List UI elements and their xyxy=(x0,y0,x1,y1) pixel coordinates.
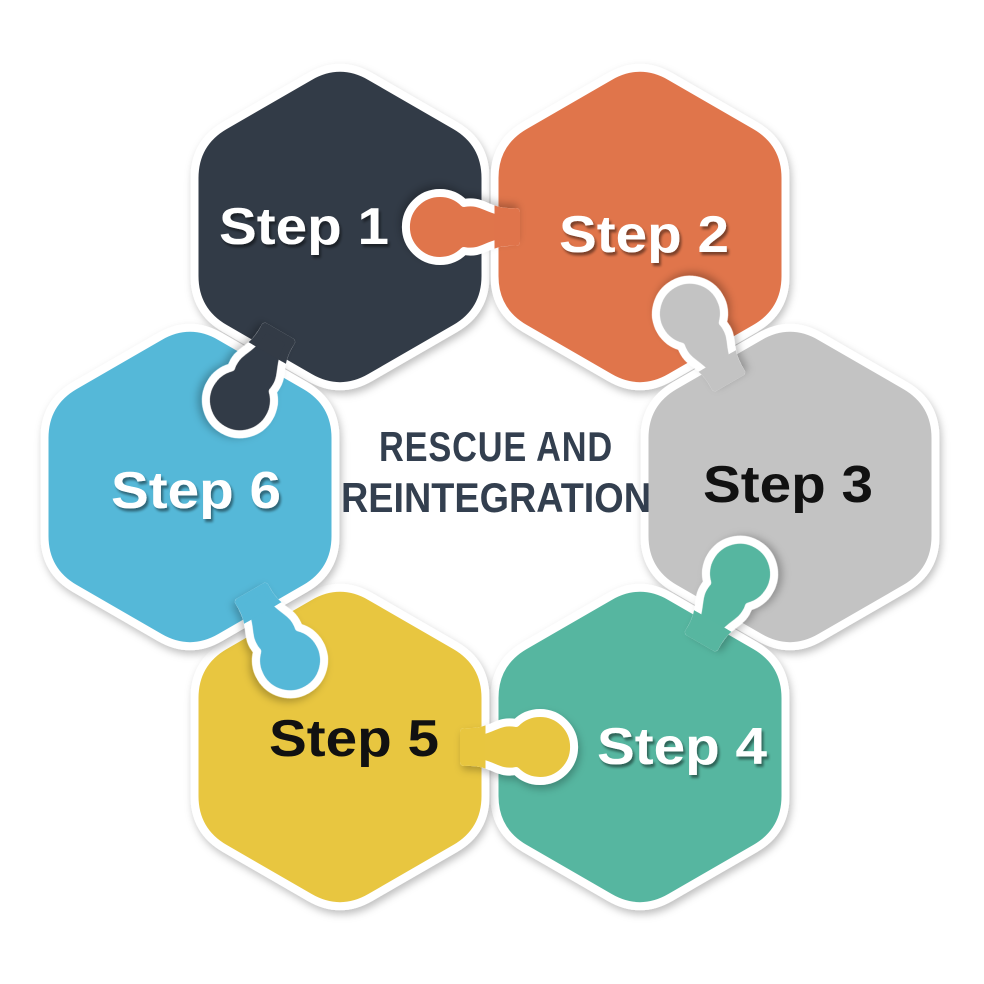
step-4-label: Step 4 xyxy=(597,718,767,776)
diagram-title-line-2: REINTEGRATION xyxy=(341,474,651,521)
step-2-label: Step 2 xyxy=(559,206,729,264)
step-labels: Step 1 Step 2 Step 3 Step 4 Step 5 Step … xyxy=(111,198,873,776)
step-6-label: Step 6 xyxy=(111,462,281,520)
step-1-label: Step 1 xyxy=(219,198,389,256)
diagram-title: RESCUE AND REINTEGRATION xyxy=(341,423,651,521)
step-5-label: Step 5 xyxy=(269,710,439,768)
step-3-label: Step 3 xyxy=(703,456,873,514)
diagram-title-line-1: RESCUE AND xyxy=(379,423,613,470)
